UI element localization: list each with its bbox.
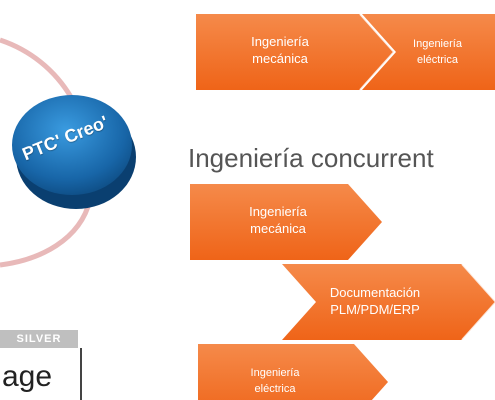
top-step-2-line-2: eléctrica	[417, 54, 458, 66]
top-step-2-label: Ingeniería eléctrica	[400, 36, 475, 68]
row1-line-1: Ingeniería	[249, 204, 307, 219]
row1-label: Ingeniería mecánica	[198, 203, 358, 237]
top-step-1-label: Ingeniería mecánica	[205, 33, 355, 67]
row1-line-2: mecánica	[250, 221, 306, 236]
creo-disc	[12, 95, 132, 195]
row3-label: Ingeniería eléctrica	[210, 365, 340, 397]
section-heading: Ingeniería concurrent	[188, 143, 434, 173]
badge-text: age	[2, 360, 53, 393]
top-step-1-line-1: Ingeniería	[251, 34, 309, 49]
badge-frame	[0, 348, 82, 400]
row2-label: Documentación PLM/PDM/ERP	[300, 284, 450, 318]
concurrent-arrow-documentacion	[282, 264, 495, 340]
row2-line-1: Documentación	[329, 285, 421, 300]
top-flow-arrow-2	[362, 14, 495, 90]
top-step-1-line-2: mecánica	[252, 51, 308, 66]
row2-line-2: PLM/PDM/ERP	[330, 302, 420, 317]
row3-line-1: Ingeniería	[250, 367, 300, 379]
top-step-2-line-1: Ingeniería	[413, 38, 462, 50]
top-flow-arrow-1	[196, 14, 394, 90]
badge-tier: SILVER	[0, 330, 78, 348]
row3-line-2: eléctrica	[254, 383, 296, 395]
concurrent-arrow-mecanica	[190, 184, 382, 260]
concurrent-arrow-electrica	[198, 344, 388, 400]
